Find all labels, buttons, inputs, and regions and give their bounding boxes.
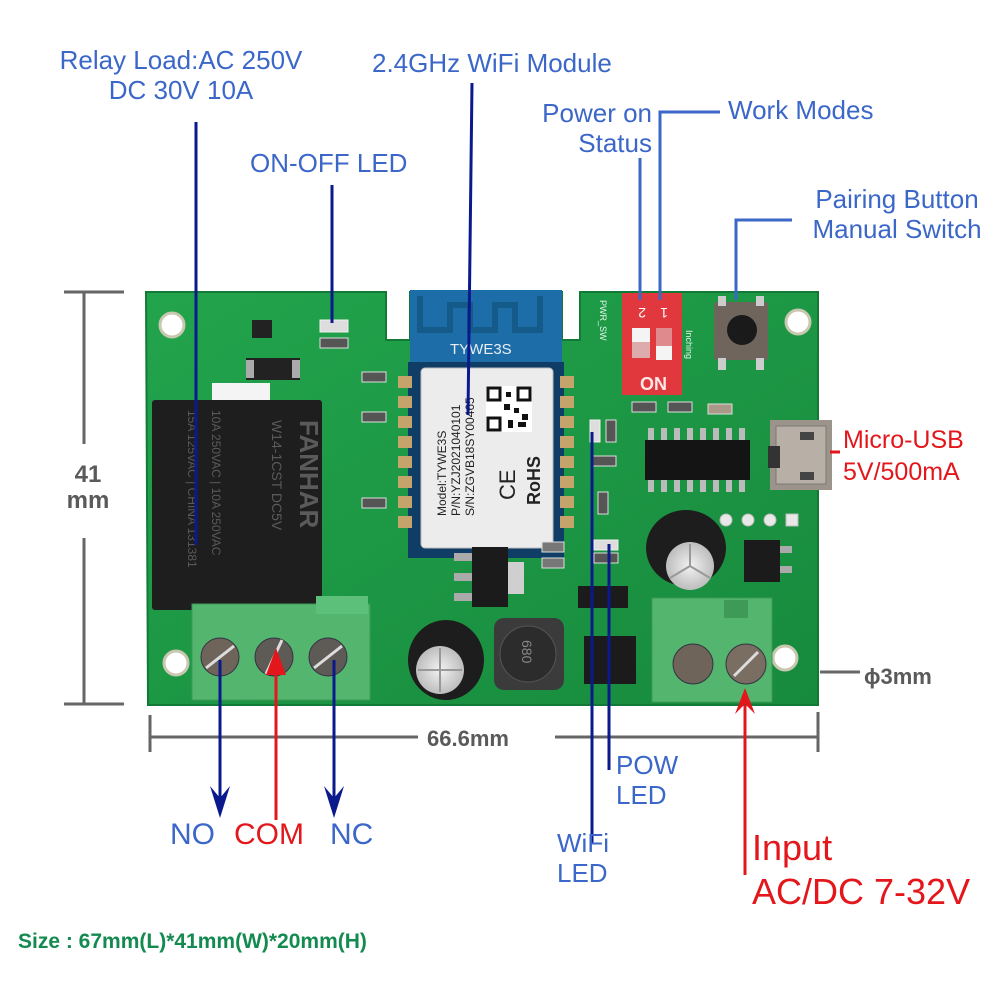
rohs-mark: RoHS xyxy=(524,456,544,505)
power-screw-1 xyxy=(672,643,714,685)
width-dimension xyxy=(148,712,820,752)
mounting-holes xyxy=(158,308,812,677)
input-arrowhead xyxy=(735,688,755,714)
input-label: Input AC/DC 7-32V xyxy=(752,826,970,914)
terminal-no-label: NO xyxy=(170,818,215,851)
wifi-module: TYWE3S Model:TYWE3S P/N:YZJ2021040101 xyxy=(398,290,574,558)
terminal-nc-label: NC xyxy=(330,818,374,851)
work-modes-label: Work Modes xyxy=(728,95,874,125)
micro-usb-label: Micro-USB 5V/500mA xyxy=(843,424,964,488)
pairing-button-line2: Manual Switch xyxy=(812,214,982,244)
wifi-led-line1: WiFi xyxy=(557,828,609,858)
relay-model: W14-1CST DC5V xyxy=(269,420,285,531)
capacitor-large-left xyxy=(408,620,484,700)
dip-on-marking: ON xyxy=(640,374,667,394)
power-on-status-label: Power on Status xyxy=(500,98,652,158)
module-sn-marking: S/N:ZGVB18SY00465 xyxy=(463,397,477,516)
ic-u1 xyxy=(645,428,750,492)
com-arrowhead xyxy=(266,648,286,675)
pow-led-line2: LED xyxy=(616,780,667,810)
relay-terminal-block xyxy=(191,596,371,701)
relay-load-label: Relay Load:AC 250V DC 30V 10A xyxy=(36,45,326,105)
height-value: 41 xyxy=(74,461,102,488)
leader-lines xyxy=(194,82,611,844)
no-arrowhead xyxy=(210,786,230,818)
relay: FANHAR W14-1CST DC5V 10A 250VAC | 10A 25… xyxy=(152,383,324,610)
module-antenna-marking: TYWE3S xyxy=(450,341,512,358)
wifi-led-line2: LED xyxy=(557,858,608,888)
capacitor-large-right xyxy=(646,510,726,590)
input-line2: AC/DC 7-32V xyxy=(752,871,971,912)
on-off-led-label: ON-OFF LED xyxy=(250,148,408,178)
pairing-button-label: Pairing Button Manual Switch xyxy=(794,184,1000,244)
relay-load-line2: DC 30V 10A xyxy=(108,75,254,105)
relay-brand: FANHAR xyxy=(294,420,324,529)
dip-2-marking: 2 xyxy=(638,305,646,321)
height-unit: mm xyxy=(66,487,110,514)
relay-rating-1: 10A 250VAC | 10A 250VAC xyxy=(209,410,223,556)
inching-marking: Inching xyxy=(684,330,694,359)
ce-mark: CE xyxy=(495,469,520,500)
wifi-module-label: 2.4GHz WiFi Module xyxy=(372,48,612,78)
inductor: 680 xyxy=(494,618,564,690)
height-dimension xyxy=(64,290,124,706)
micro-usb-port[interactable] xyxy=(768,420,832,490)
power-on-status-line1: Power on xyxy=(542,98,652,128)
relay-load-line1: Relay Load:AC 250V xyxy=(59,45,303,75)
hole-diameter-label: ϕ3mm xyxy=(864,664,932,689)
width-dimension-label: 66.6mm xyxy=(427,726,509,751)
pairing-button-line1: Pairing Button xyxy=(815,184,979,214)
dip-switch[interactable]: ON 2 1 xyxy=(622,293,682,395)
pairing-button[interactable] xyxy=(714,296,768,370)
qr-code xyxy=(486,386,532,432)
wifi-led-label: WiFi LED xyxy=(557,828,609,888)
power-screw-2 xyxy=(725,643,767,685)
callout-lines xyxy=(638,110,792,300)
micro-usb-line1: Micro-USB xyxy=(843,426,964,454)
power-on-status-line2: Status xyxy=(578,128,652,158)
inductor-marking: 680 xyxy=(519,640,535,664)
micro-usb-line2: 5V/500mA xyxy=(843,458,960,486)
module-pn-marking: P/N:YZJ2021040101 xyxy=(449,404,463,516)
input-line1: Input xyxy=(752,827,833,868)
pow-led-line1: POW xyxy=(616,750,679,780)
module-model-marking: Model:TYWE3S xyxy=(435,431,449,516)
nc-arrowhead xyxy=(324,786,344,818)
size-spec: Size : 67mm(L)*41mm(W)*20mm(H) xyxy=(18,930,367,953)
pwr-sw-marking: PWR_SW xyxy=(598,300,608,341)
height-dimension-label: 41 mm xyxy=(60,462,116,514)
wifi-module-leader xyxy=(466,82,474,416)
pow-led-label: POW LED xyxy=(616,750,678,810)
terminal-com-label: COM xyxy=(234,818,304,851)
dip-1-marking: 1 xyxy=(660,305,668,321)
terminal-arrows xyxy=(210,450,840,875)
terminal-screw-nc xyxy=(308,637,348,677)
power-terminal-block xyxy=(651,597,773,703)
